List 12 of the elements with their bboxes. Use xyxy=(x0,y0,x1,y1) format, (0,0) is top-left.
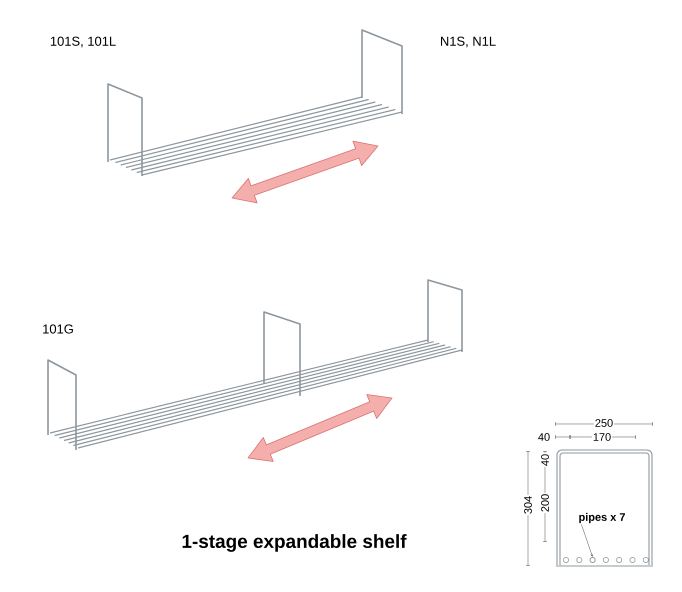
callout-text: pipes x 7 xyxy=(578,512,626,524)
dimension-text: 250 xyxy=(594,418,614,428)
dimension-text: 304 xyxy=(523,494,533,516)
model-label: 101S, 101L xyxy=(50,36,116,48)
caption: 1-stage expandable shelf xyxy=(182,534,407,552)
leader-line xyxy=(581,524,593,557)
dimension-text: 40 xyxy=(536,432,552,442)
model-label: N1S, N1L xyxy=(441,36,496,48)
dimension-text: 170 xyxy=(592,432,612,442)
model-label: 101G xyxy=(43,324,73,334)
dimension-text: 200 xyxy=(540,492,550,514)
dimension-text: 40 xyxy=(540,452,550,468)
